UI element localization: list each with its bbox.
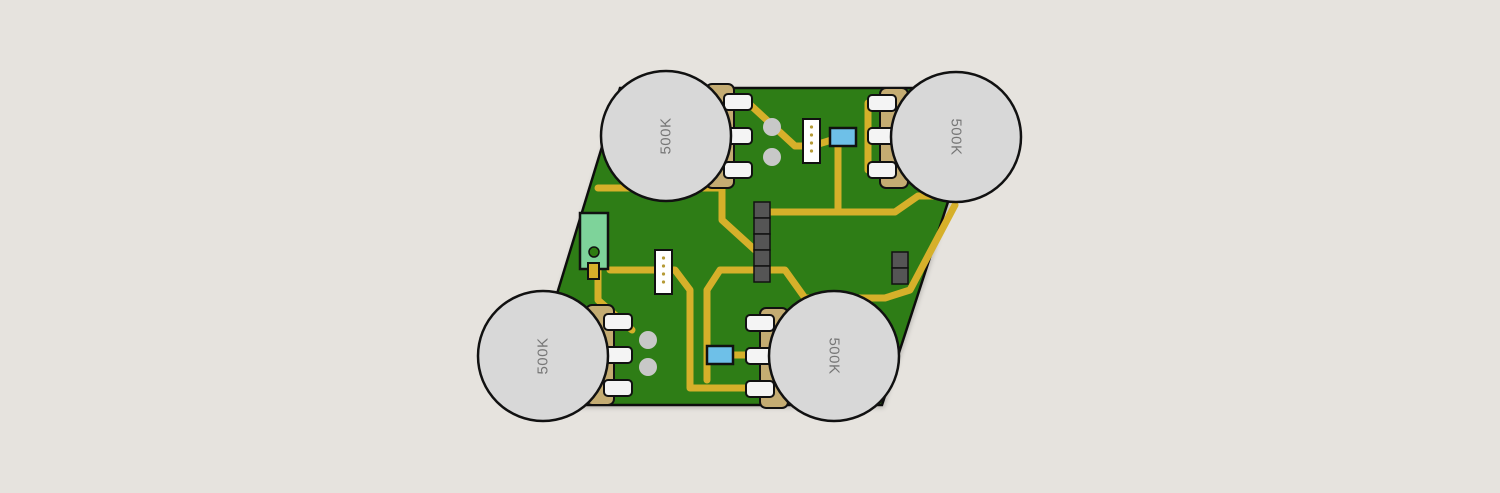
- trace-7: [703, 201, 959, 384]
- pot-top-right: 500K: [867, 70, 1023, 204]
- pot-top-left: 500K: [599, 69, 753, 203]
- trace-10: [606, 266, 764, 392]
- pin: [723, 161, 753, 179]
- pin: [745, 314, 775, 332]
- capacitor-bottom: [705, 344, 735, 366]
- pin: [603, 379, 633, 397]
- pin: [867, 161, 897, 179]
- pot-body: [767, 289, 901, 423]
- pin: [745, 380, 775, 398]
- pot-label: 500K: [826, 337, 843, 374]
- pad-2: [763, 148, 781, 166]
- pot-label: 500K: [658, 117, 675, 154]
- connector-top: [802, 118, 821, 164]
- pads: [639, 118, 781, 376]
- pin: [723, 93, 753, 111]
- trace-5: [718, 181, 759, 254]
- pot-body: [476, 289, 610, 423]
- pot-bottom-right: 500K: [745, 289, 901, 423]
- pin-header-right: [891, 251, 909, 285]
- pad-1: [763, 118, 781, 136]
- pot-label: 500K: [535, 337, 552, 374]
- pad-3: [639, 331, 657, 349]
- pot-body: [599, 69, 733, 203]
- pot-body: [889, 70, 1023, 204]
- pad-4: [639, 358, 657, 376]
- capacitor-top: [828, 126, 858, 148]
- connector-middle: [654, 249, 673, 295]
- pin: [603, 313, 633, 331]
- pin: [867, 94, 897, 112]
- pot-label: 500K: [948, 118, 965, 155]
- jack-component: [578, 211, 610, 280]
- pot-bottom-left: 500K: [476, 289, 633, 423]
- pin-header-center: [753, 201, 771, 283]
